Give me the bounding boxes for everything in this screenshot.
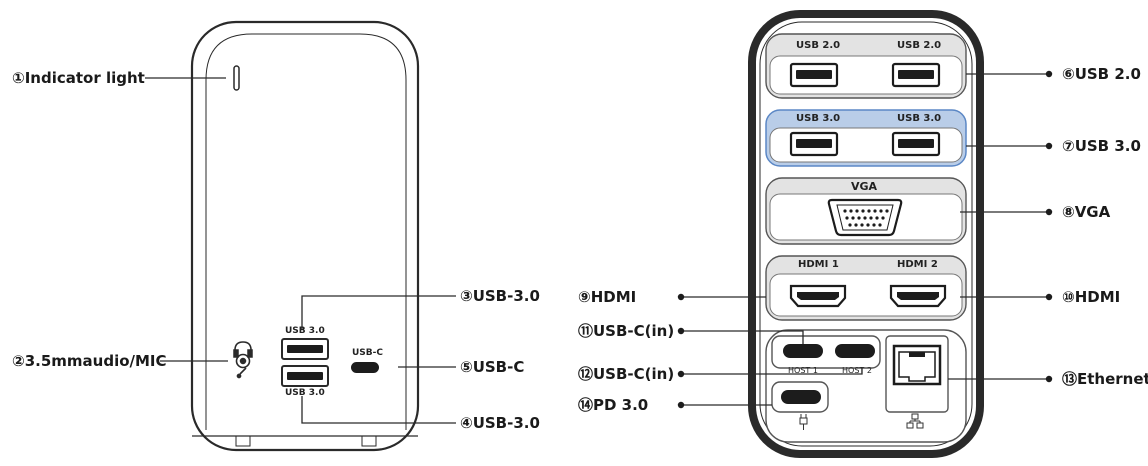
pd-port-icon — [781, 390, 821, 404]
front-view — [190, 20, 420, 452]
network-icon — [906, 413, 924, 429]
callout-usb3-top: ③USB-3.0 — [460, 287, 540, 305]
callout-audio-mic: ②3.5mmaudio/MIC — [12, 352, 167, 370]
power-plug-icon — [799, 414, 808, 430]
indicator-light-icon — [233, 65, 240, 91]
callout-usbc-in-1: ⑪USB-C(in) — [578, 322, 675, 340]
host2-label: HOST 2 — [842, 366, 872, 375]
callout-usb3-bottom: ④USB-3.0 — [460, 414, 540, 432]
callout-usb2: ⑥USB 2.0 — [1062, 65, 1141, 83]
host1-label: HOST 1 — [788, 366, 818, 375]
usb-a-port-icon-top — [281, 338, 329, 360]
usb3-port-icon-left — [789, 131, 839, 157]
front-usbc-label: USB-C — [352, 348, 383, 358]
usb-c-port-icon — [351, 362, 379, 373]
front-foot-right — [361, 435, 377, 447]
callout-hdmi-left: ⑨HDMI — [578, 288, 637, 306]
usb3-port-icon-right — [891, 131, 941, 157]
ethernet-port-icon — [892, 344, 942, 386]
front-usb-bottom-label: USB 3.0 — [285, 388, 325, 398]
usb3-left-label: USB 3.0 — [796, 113, 841, 124]
vga-port-icon — [827, 198, 903, 237]
rear-leader-dots — [677, 70, 1053, 409]
callout-pd: ⑭PD 3.0 — [578, 396, 649, 414]
usb3-right-label: USB 3.0 — [897, 113, 942, 124]
hdmi2-label: HDMI 2 — [897, 259, 938, 270]
front-body-inner-edge — [205, 33, 407, 430]
front-body-outline — [190, 20, 420, 452]
rear-body-inner-outline — [759, 21, 973, 447]
usb2-port-icon-left — [789, 62, 839, 88]
hdmi1-label: HDMI 1 — [798, 259, 839, 270]
hdmi2-port-icon — [889, 284, 947, 308]
usb2-port-icon-right — [891, 62, 941, 88]
callout-usb3: ⑦USB 3.0 — [1062, 137, 1141, 155]
usbc-host2-port-icon — [835, 344, 875, 358]
callout-vga: ⑧VGA — [1062, 203, 1111, 221]
front-leader-lines — [145, 77, 456, 424]
callout-indicator-light: ①Indicator light — [12, 69, 145, 87]
vga-label: VGA — [851, 180, 878, 193]
hdmi1-port-icon — [789, 284, 847, 308]
usbc-host1-port-icon — [783, 344, 823, 358]
rear-view — [748, 10, 984, 458]
front-usb-top-label: USB 3.0 — [285, 326, 325, 336]
rear-leader-lines — [680, 73, 1046, 406]
usb2-right-label: USB 2.0 — [897, 40, 942, 51]
front-foot-left — [235, 435, 251, 447]
audio-jack-icon — [233, 341, 253, 379]
usb-a-port-icon-bottom — [281, 365, 329, 387]
callout-usbc-in-2: ⑫USB-C(in) — [578, 365, 675, 383]
callout-ethernet: ⑬Ethernet — [1062, 370, 1148, 388]
callout-usbc-front: ⑤USB-C — [460, 358, 525, 376]
usb2-left-label: USB 2.0 — [796, 40, 841, 51]
callout-hdmi-right: ⑩HDMI — [1062, 288, 1121, 306]
